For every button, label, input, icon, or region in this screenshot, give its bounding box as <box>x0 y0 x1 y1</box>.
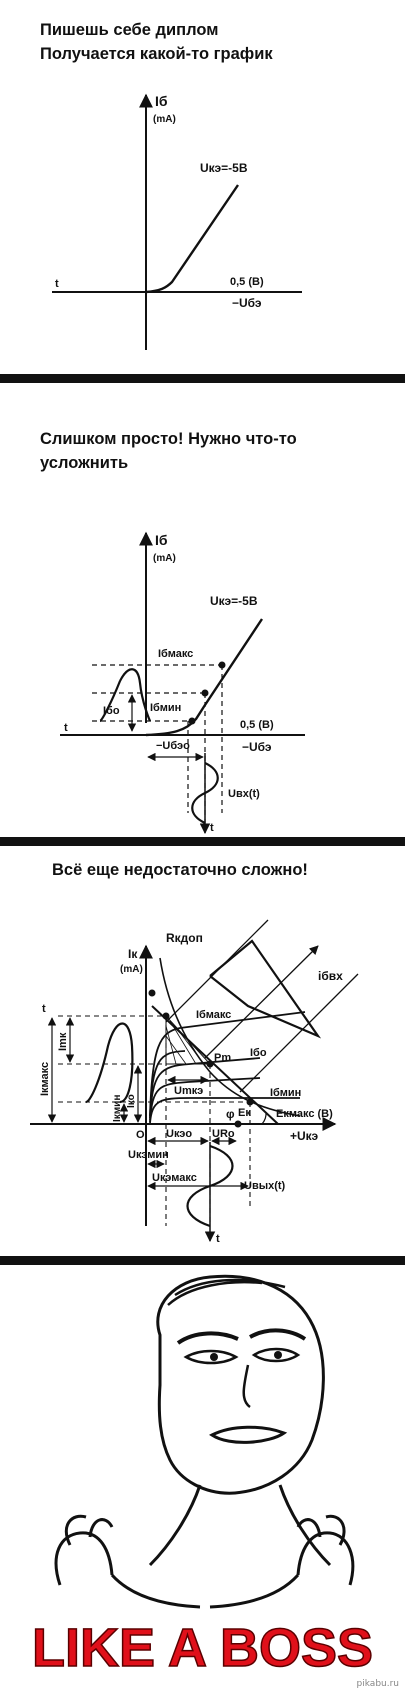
y-axis-unit: (mA) <box>120 964 143 975</box>
input-characteristic-curve <box>145 184 239 294</box>
y-axis-unit: (mA) <box>153 553 176 564</box>
base-current-wave <box>98 668 152 723</box>
pm-label: Pm <box>214 1052 231 1064</box>
base-input-wave <box>209 939 322 1039</box>
hatch-2 <box>165 1035 187 1065</box>
panel-4: LIKE A BOSS pikabu.ru <box>0 1265 405 1693</box>
arms <box>110 1573 300 1609</box>
phi-label: φ <box>226 1107 235 1121</box>
left-pupil <box>210 1353 218 1361</box>
x-axis-label: −Uбэ <box>242 740 272 754</box>
projection-line-3 <box>239 973 359 1093</box>
collector-current-wave <box>85 1022 134 1104</box>
time-label-bottom: t <box>210 822 214 834</box>
right-hand <box>296 1514 355 1586</box>
time-label-bottom: t <box>216 1233 220 1245</box>
ib0-label: Iбо <box>250 1047 267 1059</box>
y-axis-label: Iб <box>155 532 168 548</box>
x-axis-label: +Uкэ <box>290 1129 319 1143</box>
hatched-region <box>165 1014 212 1065</box>
ib-max-label: Iбмакс <box>158 648 193 660</box>
ik-max-label: Iкмакс <box>39 1062 51 1096</box>
hatch-4 <box>177 1029 205 1065</box>
watermark: pikabu.ru <box>356 1679 399 1689</box>
curve-ib-lower <box>149 1097 300 1124</box>
panel-1-caption-line-2: Получается какой-то график <box>40 45 273 63</box>
ek-label: Eк <box>238 1107 251 1119</box>
panel-3-graph: Iк (mA) Rкдоп iбвх Iбмакс Iбо Pm Umкэ Iб… <box>30 919 359 1245</box>
left-eye <box>183 1349 239 1365</box>
x-axis-label: −Uбэ <box>232 296 262 310</box>
head-outline <box>156 1274 325 1495</box>
uro-label: URo <box>212 1128 235 1140</box>
output-voltage-label: Uвых(t) <box>244 1180 286 1192</box>
nose <box>242 1364 251 1409</box>
x-tick-label: 0,5 (В) <box>240 719 274 731</box>
panel-1-caption-line-1: Пишешь себе диплом <box>40 21 219 39</box>
panel-2-graph: Iб (mA) Uкэ=-5В Iбмакс Iбмин Iбо 0,5 (В)… <box>60 531 305 835</box>
e-max-label: Eкмакс (В) <box>276 1108 333 1120</box>
hatch-1 <box>165 1025 177 1065</box>
panel-2: Слишком просто! Нужно что-то усложнить I… <box>0 383 405 837</box>
neck-and-shoulders <box>148 1484 332 1567</box>
ib-min-label: Iбмин <box>150 702 181 714</box>
max-power-hyperbola <box>159 957 301 1117</box>
time-label-left: t <box>64 722 68 734</box>
ib0-label: Iбо <box>103 705 120 717</box>
ib-max-label: Iбмакс <box>196 1009 231 1021</box>
hair <box>167 1278 286 1306</box>
panel-3: Всё еще недостаточно сложно! <box>0 846 405 1256</box>
ik0-label: Iко <box>126 1094 137 1108</box>
panel-3-caption: Всё еще недостаточно сложно! <box>52 861 308 879</box>
time-label-left: t <box>42 1003 46 1015</box>
uke-min-label: Uкэмин <box>128 1149 169 1161</box>
divider-2 <box>0 837 405 846</box>
divider-1 <box>0 374 405 383</box>
right-brow <box>249 1328 307 1341</box>
y-axis-label: Iб <box>155 93 168 109</box>
point-top <box>148 989 156 997</box>
panel-1: Пишешь себе диплом Получается какой-то г… <box>0 0 405 375</box>
phi-arc <box>261 1111 267 1125</box>
hatch-3 <box>169 1020 197 1065</box>
right-eye <box>251 1347 301 1363</box>
like-a-boss-face <box>54 1274 355 1609</box>
panel-1-graph: Iб (mA) Uкэ=-5В 0,5 (В) −Uбэ t <box>52 93 302 350</box>
rk-dop-label: Rкдоп <box>166 931 203 945</box>
ib-in-label: iбвх <box>318 969 343 983</box>
left-hand <box>54 1514 114 1586</box>
time-label: t <box>55 278 59 290</box>
projection-line-2 <box>204 945 319 1059</box>
umke-label: Umкэ <box>174 1085 203 1097</box>
imk-label: Imк <box>57 1032 69 1051</box>
right-pupil <box>274 1351 282 1359</box>
curve-label: Uкэ=-5В <box>200 161 248 175</box>
panel-2-caption-line-1: Слишком просто! Нужно что-то <box>40 430 297 448</box>
ik-min-label: Iкмин <box>112 1095 123 1122</box>
curve-label: Uкэ=-5В <box>210 594 258 608</box>
origin-label: О <box>136 1129 145 1141</box>
left-brow <box>176 1331 239 1345</box>
like-a-boss-text: LIKE A BOSS <box>31 1618 374 1678</box>
uke0-label: Uкэо <box>166 1128 192 1140</box>
input-voltage-label: Uвх(t) <box>228 788 260 800</box>
panel-2-caption-line-2: усложнить <box>40 454 129 472</box>
y-axis-label: Iк <box>128 947 138 961</box>
mouth <box>209 1425 288 1444</box>
point-ek <box>234 1120 242 1128</box>
ib-min-label: Iбмин <box>270 1087 301 1099</box>
y-axis-unit: (mA) <box>153 114 176 125</box>
uke-max-label: Uкэмакс <box>152 1172 197 1184</box>
x-tick-label: 0,5 (В) <box>230 276 264 288</box>
divider-3 <box>0 1256 405 1265</box>
ube0-label: −Uбэо <box>156 740 190 752</box>
input-characteristic-curve <box>145 618 264 737</box>
